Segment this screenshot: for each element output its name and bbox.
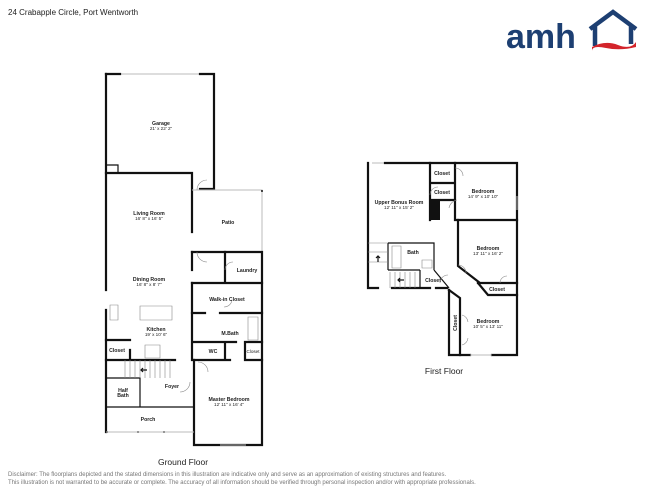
room-wc-name: WC	[209, 349, 218, 355]
house-icon	[588, 9, 638, 46]
room-porch-name: Porch	[141, 417, 156, 423]
room-garage-name: Garage	[152, 121, 170, 127]
room-mbath-name: M.Bath	[221, 331, 238, 337]
room-kitchen-dims: 19' x 10' 6"	[145, 332, 168, 337]
ground-floor-label: Ground Floor	[158, 457, 208, 467]
room-master-dims: 12' 11" x 16' 4"	[214, 402, 244, 407]
ground-floor-plan	[104, 72, 264, 447]
room-bonus-dims: 12' 11" x 15' 2"	[384, 205, 414, 210]
room-bed2-name: Bedroom	[477, 246, 500, 252]
room-closet-name: Closet	[109, 348, 125, 354]
room-halfbath-line2: Bath	[117, 393, 129, 399]
room-closet-b-name: Closet	[434, 190, 450, 196]
room-bath-name: Bath	[407, 250, 419, 256]
logo-text: amh	[506, 18, 576, 56]
room-living-dims: 16' 8" x 16' 5"	[135, 216, 163, 221]
room-master-name: Master Bedroom	[209, 397, 250, 403]
disclaimer: Disclaimer: The floorplans depicted and …	[8, 472, 476, 487]
room-closet-d-name: Closet	[489, 287, 505, 293]
room-bed1-dims: 14' 9" x 10' 10"	[468, 194, 499, 199]
room-bed3-name: Bedroom	[477, 319, 500, 325]
room-dining-dims: 16' 8" x 8' 7"	[136, 282, 162, 287]
swoosh-icon	[592, 42, 636, 51]
room-walkin-name: Walk-in Closet	[209, 297, 245, 303]
room-bonus-name: Upper Bonus Room	[375, 200, 424, 206]
room-closet-e-name: Closet	[453, 315, 459, 331]
room-closet2-name: Closet	[246, 349, 260, 354]
room-bed3-dims: 10' 5" x 13' 11"	[473, 324, 503, 329]
room-closet-c-name: Closet	[425, 278, 441, 284]
room-foyer-name: Foyer	[165, 384, 179, 390]
room-bed2-dims: 13' 11" x 16' 2"	[473, 251, 503, 256]
disclaimer-line-2: This illustration is not warranted to be…	[8, 479, 476, 486]
first-floor-plan	[366, 161, 519, 357]
disclaimer-line-1: Disclaimer: The floorplans depicted and …	[8, 472, 447, 478]
property-address: 24 Crabapple Circle, Port Wentworth	[8, 8, 139, 17]
room-patio-name: Patio	[222, 220, 235, 226]
room-living-name: Living Room	[133, 211, 165, 217]
room-bed1-name: Bedroom	[472, 189, 495, 195]
room-garage-dims: 21' x 22' 2"	[150, 126, 173, 131]
first-floor-label: First Floor	[425, 366, 463, 376]
room-halfbath-line1: Half	[118, 388, 128, 394]
room-closet-a-name: Closet	[434, 171, 450, 177]
room-kitchen-name: Kitchen	[146, 327, 165, 333]
room-dining-name: Dining Room	[133, 277, 166, 283]
amh-logo: amh	[506, 9, 638, 56]
room-laundry-name: Laundry	[237, 268, 258, 274]
